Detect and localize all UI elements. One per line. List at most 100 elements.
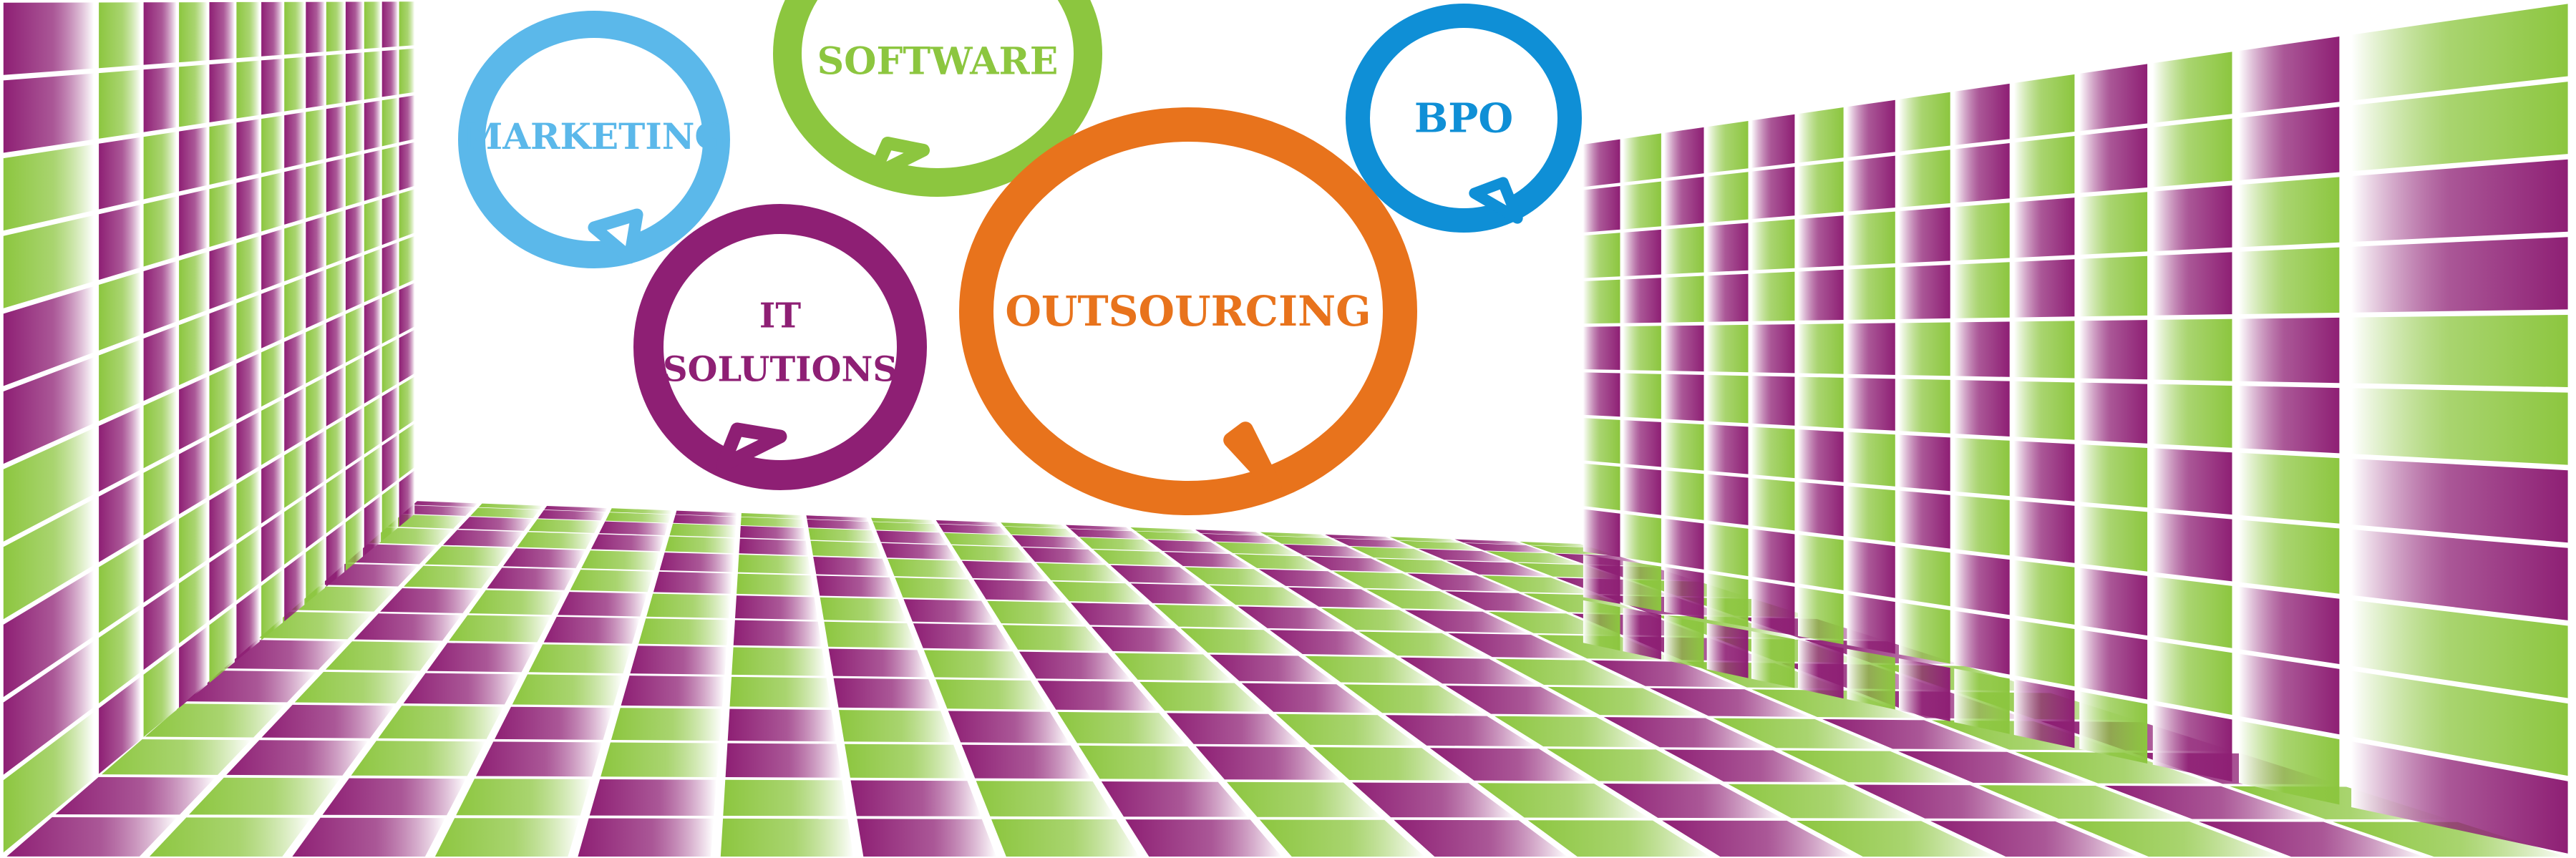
- wall-tile: [2013, 136, 2075, 198]
- wall-tile: [143, 196, 177, 267]
- wall-tile: [99, 272, 141, 351]
- wall-tile: [2013, 198, 2075, 258]
- floor-tile: [820, 597, 907, 622]
- wall-tile: [2239, 386, 2340, 454]
- wall-tile: [2152, 576, 2232, 648]
- bubble-label: MARKETING: [463, 115, 725, 157]
- floor-tile: [581, 550, 660, 570]
- floor-tile: [1663, 749, 1840, 782]
- wall-tile: [1751, 219, 1795, 270]
- floor-tile: [325, 641, 441, 671]
- wall-tile: [381, 242, 398, 295]
- wall-tile: [399, 1, 415, 47]
- wall-tile: [2152, 318, 2232, 381]
- floor-tile: [1822, 719, 2001, 750]
- wall-tile: [1664, 615, 1704, 669]
- floor-tile: [961, 744, 1092, 779]
- floor-tile: [727, 708, 836, 742]
- floor-tile: [1238, 606, 1350, 630]
- wall-tile: [306, 323, 325, 384]
- floor-tile: [976, 781, 1114, 817]
- wall-tile: [326, 158, 345, 213]
- wall-tile: [3, 286, 94, 386]
- wall-tile: [306, 1, 325, 54]
- wall-tile: [1583, 555, 1620, 604]
- wall-tile: [1583, 418, 1620, 464]
- floor-tile: [354, 613, 462, 641]
- wall-tile: [326, 1, 345, 52]
- floor-tile: [935, 520, 1000, 526]
- floor-tile: [2333, 822, 2567, 857]
- floor-tile: [1930, 821, 2139, 857]
- floor-tile: [1649, 688, 1810, 717]
- floor-tile: [2104, 786, 2316, 819]
- floor-tile: [606, 512, 671, 523]
- wall-tile: [1664, 226, 1704, 275]
- wall-tile: [1798, 429, 1844, 482]
- wall-tile: [261, 286, 283, 348]
- wall-tile: [2079, 691, 2148, 764]
- floor-tile: [824, 621, 917, 648]
- wall-tile: [306, 431, 325, 494]
- floor-tile: [590, 534, 665, 552]
- floor-tile: [1321, 608, 1439, 632]
- wall-tile: [284, 278, 305, 338]
- floor-tile: [1407, 573, 1515, 592]
- wall-tile: [143, 67, 177, 132]
- floor-tile: [1305, 655, 1436, 684]
- floor-tile: [502, 548, 585, 568]
- floor-tile: [732, 647, 827, 676]
- wall-tile: [261, 456, 283, 524]
- floor-tile: [1313, 747, 1466, 781]
- wall-tile: [143, 2, 177, 65]
- wall-tile: [2079, 567, 2148, 636]
- floor-tile: [1065, 525, 1131, 531]
- bubble-tail: [1469, 177, 1523, 224]
- floor-tile: [675, 510, 737, 517]
- wall-tile: [236, 177, 260, 239]
- floor-tile: [404, 565, 497, 589]
- wall-tile: [179, 127, 208, 192]
- floor-tile: [813, 557, 889, 576]
- wall-tile: [2152, 512, 2232, 582]
- wall-tile: [179, 376, 208, 450]
- floor-tile: [1258, 569, 1359, 588]
- wall-tile: [1706, 121, 1749, 173]
- wall-tile: [284, 1, 305, 55]
- floor-tile: [833, 678, 940, 709]
- wall-tile: [236, 119, 260, 179]
- wall-tile: [364, 51, 381, 100]
- wall-tile: [2013, 560, 2075, 625]
- wall-tile: [99, 339, 141, 421]
- floor-tile: [741, 513, 802, 520]
- wall-tile: [1899, 546, 1950, 607]
- wall-tile: [326, 263, 345, 319]
- wall-tile: [99, 69, 141, 139]
- wall-tile: [3, 144, 94, 231]
- wall-tile: [364, 496, 381, 556]
- floor-tile: [1464, 542, 1547, 553]
- wall-tile: [381, 97, 398, 147]
- wall-tile: [1623, 326, 1661, 371]
- floor-tile: [369, 527, 452, 545]
- floor-tile: [961, 560, 1046, 580]
- floor-tile: [1352, 782, 1515, 818]
- wall-tile: [364, 100, 381, 150]
- wall-tile: [2013, 381, 2075, 440]
- floor-tile: [1011, 535, 1087, 549]
- wall-tile: [2079, 506, 2148, 572]
- wall-tile: [345, 407, 363, 467]
- wall-tile: [1798, 587, 1844, 645]
- wall-tile: [284, 112, 305, 168]
- floor-tile: [1093, 550, 1178, 566]
- floor-tile: [935, 679, 1049, 710]
- floor-tile: [6, 817, 178, 857]
- wall-tile: [306, 484, 325, 549]
- speech-bubbles: MARKETINGSOFTWAREBPOITSOLUTIONSOUTSOURCI…: [458, 0, 1582, 515]
- wall-tile: [1847, 323, 1895, 375]
- wall-tile: [209, 303, 235, 372]
- wall-tile: [364, 150, 381, 201]
- floor-tile: [991, 819, 1139, 857]
- wall-tile: [1954, 380, 2010, 437]
